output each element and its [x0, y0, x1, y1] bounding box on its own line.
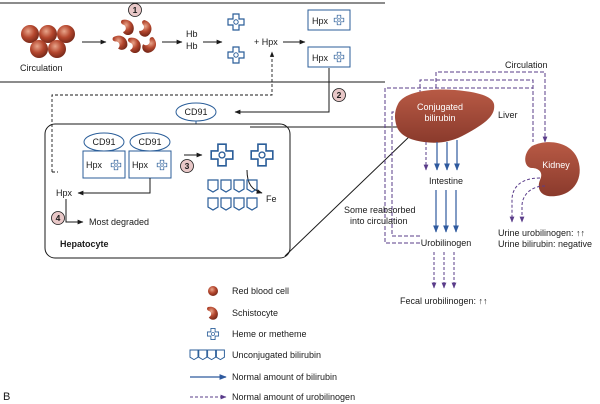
svg-text:Hpx: Hpx: [312, 16, 329, 26]
hepatocyte-box: [44, 123, 291, 259]
hb-label-1: Hb: [186, 29, 198, 39]
schistocyte-cluster: [111, 19, 160, 56]
conjugated-label-1: Conjugated: [417, 102, 463, 112]
hpx-recycle-arrow: [51, 51, 275, 172]
legend: Red blood cell Schistocyte Heme or methe…: [189, 286, 355, 402]
hepatocyte-label: Hepatocyte: [60, 239, 109, 249]
heme-pair: [210, 143, 274, 167]
rbc-cluster: [21, 25, 75, 58]
step-2-badge: 2: [332, 88, 346, 102]
cd91-receptor-b: CD91: [129, 132, 171, 152]
circulation-right-label: Circulation: [505, 60, 548, 70]
svg-text:Hpx: Hpx: [312, 53, 329, 63]
legend-label-4: Normal amount of bilirubin: [232, 372, 337, 382]
urobilinogen-label: Urobilinogen: [421, 238, 472, 248]
conjugated-label-2: bilirubin: [424, 113, 455, 123]
schistocyte-icon: [127, 37, 141, 53]
heme-icon: [210, 143, 234, 167]
red-blood-cell-icon: [48, 40, 66, 58]
unconjugated-bilirubin-icon: [220, 197, 232, 211]
hpx-inner-b: Hpx: [132, 160, 149, 170]
most-degraded-label: Most degraded: [89, 217, 149, 227]
svg-text:CD91: CD91: [184, 107, 207, 117]
svg-text:4: 4: [56, 213, 61, 223]
urine-arrow: [509, 177, 541, 223]
circulation-left-label: Circulation: [20, 63, 63, 73]
step-3-badge: 3: [180, 159, 194, 173]
hb-label-2: Hb: [186, 41, 198, 51]
endosome-a: [82, 150, 126, 179]
fe-label: Fe: [266, 194, 277, 204]
legend-label-5: Normal amount of urobilinogen: [232, 392, 355, 402]
schistocyte-icon: [139, 36, 160, 56]
step-4-badge: 4: [51, 211, 65, 225]
red-blood-cell-icon: [21, 25, 39, 43]
svg-text:CD91: CD91: [138, 137, 161, 147]
cd91-receptor-a: CD91: [83, 132, 125, 152]
legend-label-3: Unconjugated bilirubin: [232, 350, 321, 360]
svg-text:2: 2: [337, 90, 342, 100]
urine-arrow: [519, 185, 546, 223]
red-blood-cell-icon: [208, 286, 218, 296]
arrow-to-fe: [246, 169, 263, 194]
heme-icon: [156, 159, 168, 171]
svg-text:1: 1: [133, 5, 138, 15]
liver-label: Liver: [498, 110, 518, 120]
intestine-label: Intestine: [429, 176, 463, 186]
heme-icon: [227, 46, 245, 64]
svg-text:CD91: CD91: [92, 137, 115, 147]
heme-icon: [206, 327, 220, 341]
heme-icon: [250, 143, 274, 167]
reabsorbed-label-2: into circulation: [350, 216, 408, 226]
unconjugated-bilirubin-icon: [233, 179, 245, 193]
plus-hpx-label: + Hpx: [254, 37, 278, 47]
panel-letter: B: [3, 391, 10, 403]
red-blood-cell-icon: [39, 25, 57, 43]
kidney-label: Kidney: [542, 160, 570, 170]
red-blood-cell-icon: [57, 25, 75, 43]
legend-label-0: Red blood cell: [232, 286, 289, 296]
arrow-to-degradation: [65, 199, 84, 225]
schistocyte-icon: [135, 19, 155, 39]
circulation-loop-outer: [435, 71, 548, 143]
red-blood-cell-icon: [30, 40, 48, 58]
legend-label-2: Heme or metheme: [232, 329, 307, 339]
unconjugated-bilirubin-icon: [189, 349, 225, 361]
fecal-label: Fecal urobilinogen: ↑↑: [400, 296, 488, 306]
hpx-free-label: Hpx: [56, 188, 73, 198]
schistocyte-icon: [120, 19, 134, 35]
arrow-to-cd91: [234, 68, 330, 115]
kidney-shape: [525, 142, 580, 197]
urine-urobilinogen-label: Urine urobilinogen: ↑↑: [498, 228, 585, 238]
unconjugated-bilirubin-icon: [233, 197, 245, 211]
legend-label-1: Schistocyte: [232, 308, 278, 318]
urine-bilirubin-label: Urine bilirubin: negative: [498, 239, 592, 249]
liver-shape: [394, 89, 495, 143]
hpx-complex-box-1: Hpx: [307, 9, 351, 31]
arrow-hpx-release: [77, 178, 151, 196]
connector-bottom: [284, 133, 413, 257]
hpx-inner-a: Hpx: [86, 160, 103, 170]
unconjugated-bilirubin-icon: [207, 179, 219, 193]
reabsorbed-label-1: Some reabsorbed: [344, 205, 416, 215]
schistocyte-icon: [111, 33, 130, 52]
hpx-complex-box-2: Hpx: [307, 46, 351, 68]
unconjugated-bilirubin-icon: [246, 197, 258, 211]
step-1-badge: 1: [128, 3, 142, 17]
svg-text:3: 3: [185, 161, 190, 171]
unconjugated-bilirubin-icon: [220, 179, 232, 193]
schistocyte-icon: [207, 306, 218, 320]
unconjugated-bilirubin-icon: [207, 197, 219, 211]
heme-icon: [110, 159, 122, 171]
cd91-receptor-top: CD91: [175, 102, 217, 122]
reabsorption-path-outer: [384, 87, 533, 244]
heme-icon: [227, 13, 245, 31]
